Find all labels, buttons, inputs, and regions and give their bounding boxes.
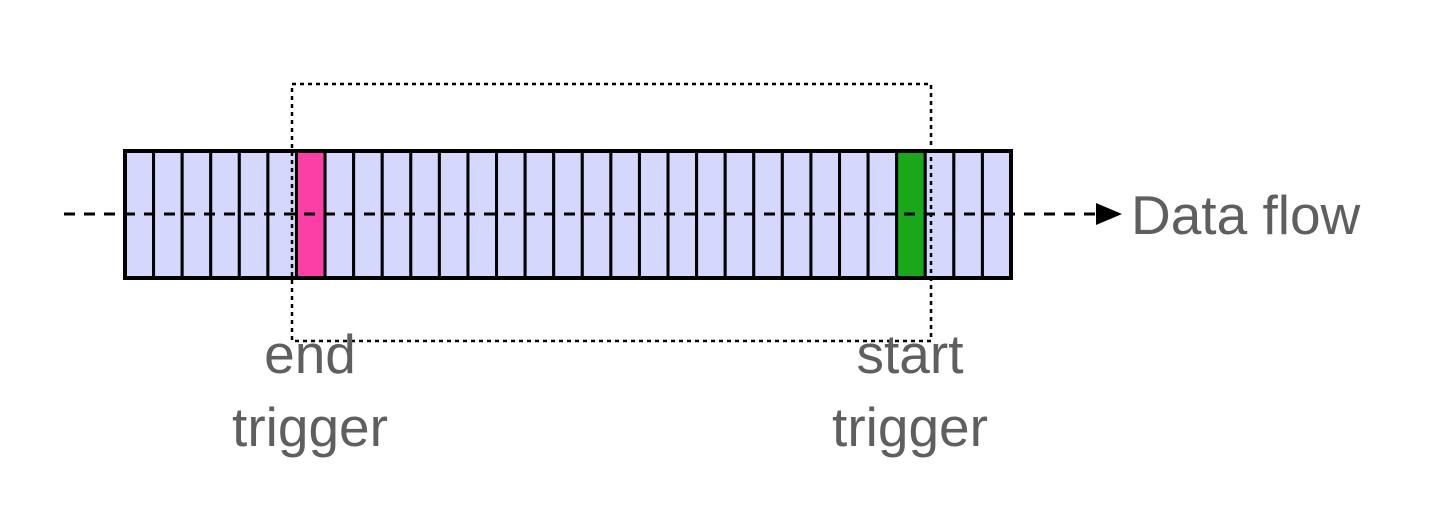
- start-trigger-label-line2: trigger: [832, 396, 988, 458]
- start-trigger-label-line1: start: [857, 323, 964, 385]
- data-flow-label: Data flow: [1131, 184, 1361, 246]
- data-flow-arrowhead: [1096, 203, 1122, 225]
- end-trigger-label-line1: end: [264, 323, 356, 385]
- end-trigger-label-line2: trigger: [232, 396, 388, 458]
